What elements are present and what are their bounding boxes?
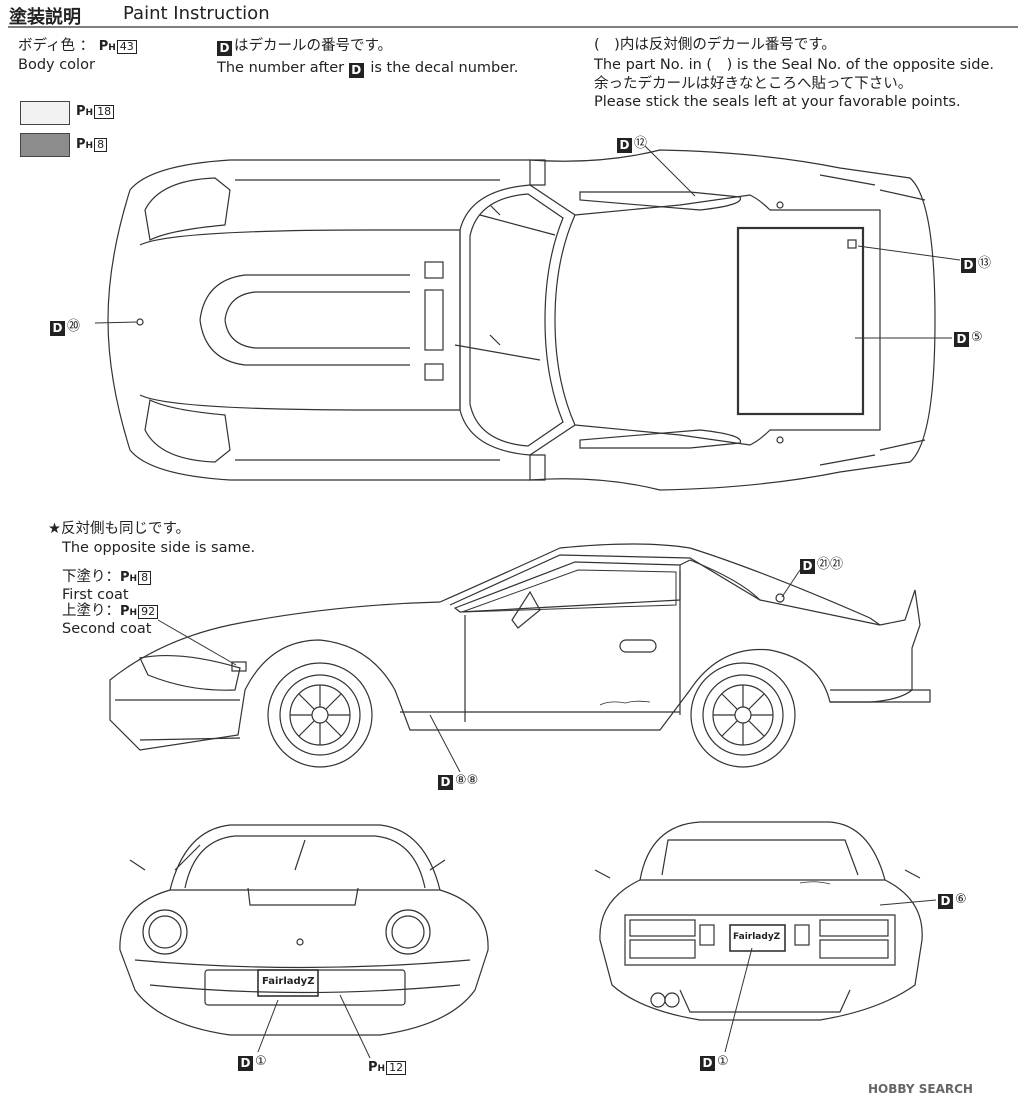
side-note-jp: ★反対側も同じです。 [48, 521, 191, 537]
title-jp: 塗装説明 [9, 7, 81, 28]
swatch-dark [20, 133, 70, 157]
front-plate: FairladyZ [262, 976, 315, 987]
rear-plate: FairladyZ [733, 932, 781, 942]
top-view [107, 149, 936, 491]
rear-callout-lines [724, 899, 937, 1053]
opposite-note-2: The part No. in ( ) is the Seal No. of t… [594, 57, 995, 73]
body-color-en: Body color [18, 57, 95, 73]
decal-marker: D [217, 41, 232, 56]
opposite-note-3: 余ったデカールは好きなところへ貼って下さい。 [594, 76, 913, 92]
second-coat-en: Second coat [62, 621, 152, 637]
rear-view [594, 821, 923, 1021]
first-coat-en: First coat [62, 587, 129, 603]
opposite-note-4: Please stick the seals left at your favo… [594, 94, 961, 110]
opposite-note-1: ( )内は反対側のデカール番号です。 [594, 37, 836, 53]
decal-note-en: The number after D is the decal number. [217, 60, 519, 78]
front-view [119, 824, 489, 1036]
watermark: HOBBY SEARCH [868, 1082, 973, 1096]
top-callout-lines [94, 145, 961, 339]
side-view [109, 543, 931, 768]
swatch-light [20, 101, 70, 125]
title-en: Paint Instruction [123, 3, 270, 24]
side-callout-lines [157, 569, 801, 773]
header-rule [8, 26, 1018, 28]
side-note-en: The opposite side is same. [62, 540, 256, 556]
front-callout-lines [257, 994, 371, 1059]
